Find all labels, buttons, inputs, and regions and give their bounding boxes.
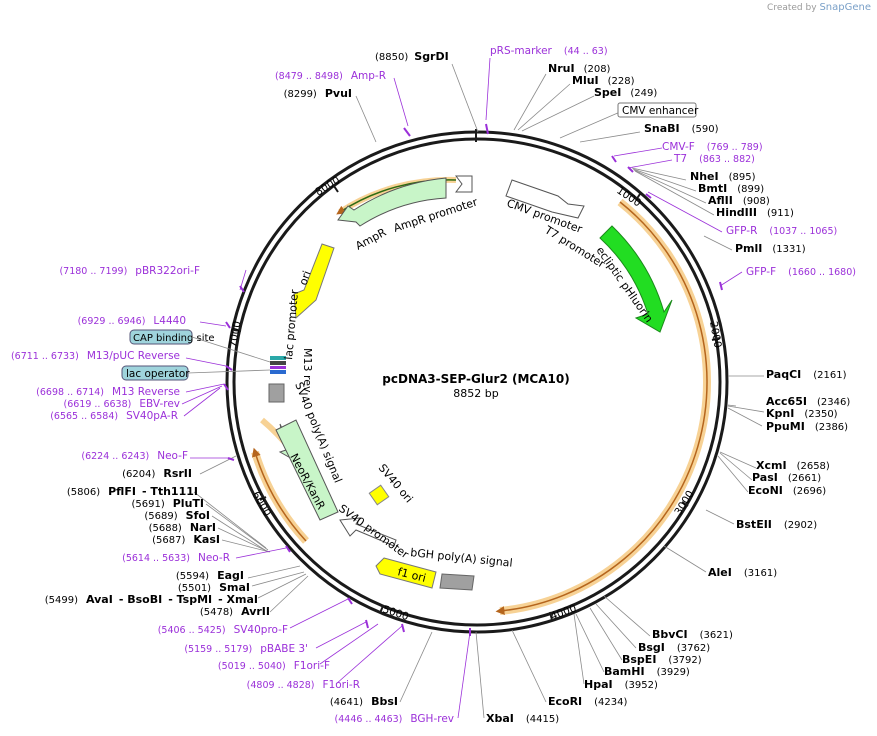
snapgene-logo: SnapGene (819, 2, 871, 13)
primer-gfp-f: GFP-F(1660 .. 1680) (746, 266, 856, 278)
boxed-cmv-enhancer: CMV enhancer (617, 102, 699, 118)
map-length: 8852 bp (453, 387, 498, 400)
site-leaders (193, 63, 765, 719)
site-pmli: PmlI(1331) (735, 242, 806, 255)
site-nrui: NruI(208) (548, 62, 611, 75)
primer-neo-f: (6224 .. 6243)Neo-F (81, 450, 188, 462)
site-eagi: (5594)EagI (176, 569, 244, 582)
site-mlui: MluI(228) (572, 74, 635, 87)
site-aflii: AflII(908) (708, 194, 770, 207)
credit-prefix: Created by (767, 3, 817, 13)
site-ppumi: PpuMI(2386) (766, 420, 848, 433)
primer-pbr322ori-f: (7180 .. 7199)pBR322ori-F (59, 265, 200, 277)
site-bspei: BspEI(3792) (622, 653, 702, 666)
site-pluti: (5691)PluTI (131, 497, 204, 510)
backbone-ticks (233, 129, 721, 621)
primer-leaders (181, 57, 743, 719)
site-xbai: XbaI(4415) (486, 712, 559, 725)
map-title: pcDNA3-SEP-Glur2 (MCA10) (382, 372, 569, 386)
primer-m13-reverse: (6698 .. 6714)M13 Reverse (36, 386, 180, 398)
site-avrii: (5478)AvrII (200, 605, 270, 618)
feature-bgh-polya (439, 573, 475, 591)
tick-label: 7000 (227, 320, 243, 348)
tick-label: 5000 (381, 603, 410, 623)
orf-highlights (251, 176, 711, 616)
feature-sv40-ori (368, 484, 390, 506)
site-sgrdi: (8850)SgrDI (375, 50, 449, 63)
site-ecori: EcoRI(4234) (548, 695, 628, 708)
site-hpai: HpaI(3952) (584, 678, 658, 691)
site-xcmi: XcmI(2658) (756, 459, 830, 472)
primer-sv40pa-r: (6565 .. 6584)SV40pA-R (50, 410, 178, 422)
primer-prs-marker: pRS-marker(44 .. 63) (490, 45, 608, 57)
site-bamhi: BamHI(3929) (604, 665, 690, 678)
boxed-lac-operator: lac operator (121, 365, 271, 381)
primer-m13-puc-reverse: (6711 .. 6733)M13/pUC Reverse (11, 350, 180, 362)
tick-label: 8000 (313, 174, 342, 198)
site-spei: SpeI(249) (594, 86, 657, 99)
site-bmti: BmtI(899) (698, 182, 764, 195)
label-bgh-polya: bGH poly(A) signal (410, 546, 513, 570)
tick-label: 2000 (707, 320, 723, 348)
primer-l4440: (6929 .. 6946)L4440 (78, 315, 186, 327)
primer-sv40pro-f: (5406 .. 5425)SV40pro-F (158, 624, 288, 636)
feature-cmv-promoter (505, 179, 585, 219)
site-smai: (5501)SmaI (178, 581, 250, 594)
primer-f1ori-f: (5019 .. 5040)F1ori-F (218, 660, 330, 672)
primer-gfp-r: GFP-R(1037 .. 1065) (726, 225, 837, 237)
site-rsrii: (6204)RsrII (122, 467, 192, 480)
boxed-cap-binding-site: CAP binding site (129, 329, 271, 363)
site-econi: EcoNI(2696) (748, 484, 826, 497)
feature-ampr (337, 175, 473, 227)
label-ori: ori (297, 269, 314, 287)
label-lac-promoter: lac promoter (282, 289, 301, 361)
site-bbsi: (4641)BbsI (330, 695, 398, 708)
snapgene-credit: Created by SnapGene (767, 2, 871, 13)
feature-sv40-promoter (339, 517, 397, 547)
feature-neor-kanr (275, 419, 339, 521)
primer-pbabe-3: (5159 .. 5179)pBABE 3' (184, 643, 308, 655)
site-hindiii: HindIII(911) (716, 206, 794, 219)
site-avai-group: (5499)AvaI- BsoBI- TspMI- XmaI (45, 593, 258, 606)
feature-f1-ori (375, 557, 437, 589)
tick-label: 4000 (549, 602, 578, 622)
label-m13-rev: M13 rev (301, 348, 314, 393)
site-acc65i: Acc65I(2346) (766, 395, 850, 408)
site-bbvci: BbvCI(3621) (652, 628, 733, 641)
primer-ebv-rev: (6619 .. 6638)EBV-rev (64, 398, 181, 410)
feature-lac-promoter (268, 356, 286, 403)
primer-neo-r: (5614 .. 5633)Neo-R (122, 552, 230, 564)
cmv-enhancer-label: CMV enhancer (622, 105, 699, 117)
site-nari: (5688)NarI (149, 521, 216, 534)
site-sfoi: (5689)SfoI (144, 509, 210, 522)
primer-marks (223, 123, 723, 636)
site-alei: AleI(3161) (708, 566, 777, 579)
site-bsgi: BsgI(3762) (638, 641, 710, 654)
site-kpni: KpnI(2350) (766, 407, 838, 420)
feature-ori (293, 243, 335, 320)
site-paqci: PaqCI(2161) (766, 368, 847, 381)
site-kasi: (5687)KasI (152, 533, 220, 546)
primer-cmv-f: CMV-F(769 .. 789) (662, 141, 763, 153)
label-ampr: AmpR (353, 226, 388, 253)
site-pflfi-group: (5806)PflFI- Tth111I (67, 485, 198, 498)
site-bsteii: BstEII(2902) (736, 518, 817, 531)
lac-operator-label: lac operator (126, 368, 190, 380)
primer-amp-r: (8479 .. 8498)Amp-R (275, 70, 386, 82)
primer-t7: T7(863 .. 882) (673, 153, 755, 165)
cap-binding-site-label: CAP binding site (133, 333, 215, 344)
feature-ecliptic-phluorin (599, 225, 673, 333)
primer-f1ori-r: (4809 .. 4828)F1ori-R (247, 679, 360, 691)
site-pvui: (8299)PvuI (284, 87, 352, 100)
primer-bgh-rev: (4446 .. 4463)BGH-rev (335, 713, 454, 725)
site-nhei: NheI(895) (690, 170, 756, 183)
site-snabi: SnaBI(590) (644, 122, 719, 135)
site-pasi: PasI(2661) (752, 471, 821, 484)
